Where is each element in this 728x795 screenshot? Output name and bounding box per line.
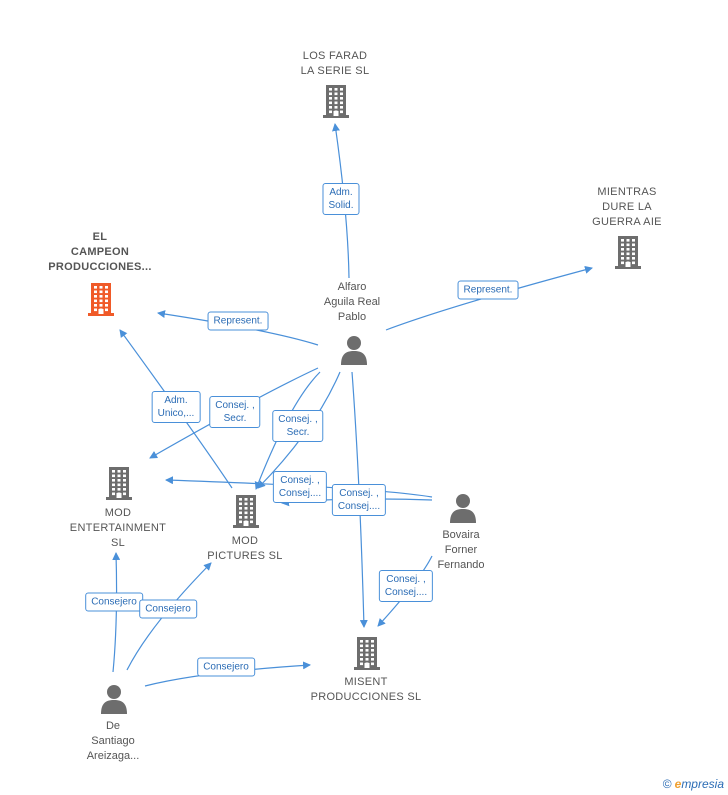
node-label-mod-entertainment[interactable]: MOD ENTERTAINMENT SL — [69, 507, 167, 549]
node-label-de-santiago[interactable]: De Santiago Areizaga... — [86, 720, 140, 762]
building-icon[interactable] — [613, 235, 643, 274]
edge-label-represent[interactable]: Represent. — [457, 280, 519, 300]
relationship-edge — [385, 265, 593, 331]
edge-label-adm-solid[interactable]: Adm.Solid. — [322, 183, 360, 215]
edge-label-consejero[interactable]: Consejero — [85, 592, 143, 612]
person-icon[interactable] — [449, 493, 477, 528]
edge-label-represent[interactable]: Represent. — [207, 311, 269, 331]
edge-label-consej-consej[interactable]: Consej. ,Consej.... — [331, 484, 387, 516]
building-icon[interactable] — [104, 466, 134, 505]
edge-label-consej-consej[interactable]: Consej. ,Consej.... — [378, 570, 434, 602]
node-label-mod-pictures[interactable]: MOD PICTURES SL — [207, 535, 283, 562]
node-label-alfaro[interactable]: Alfaro Aguila Real Pablo — [323, 281, 381, 323]
person-icon[interactable] — [100, 684, 128, 719]
copyright-icon: © — [662, 777, 672, 791]
building-icon[interactable] — [321, 84, 351, 123]
node-label-el-campeon[interactable]: EL CAMPEON PRODUCCIONES... — [48, 231, 152, 273]
node-label-mientras[interactable]: MIENTRAS DURE LA GUERRA AIE — [592, 186, 662, 228]
node-label-misent[interactable]: MISENT PRODUCCIONES SL — [310, 676, 422, 703]
building-icon[interactable] — [86, 282, 116, 321]
building-icon[interactable] — [231, 494, 261, 533]
person-icon[interactable] — [340, 335, 368, 370]
relationship-edge — [126, 562, 212, 671]
edge-label-consej-consej[interactable]: Consej. ,Consej.... — [272, 471, 328, 503]
edge-label-adm-unico[interactable]: Adm.Unico,... — [151, 391, 201, 423]
node-label-los-farad[interactable]: LOS FARAD LA SERIE SL — [300, 50, 370, 77]
empresia-logo[interactable]: ©empresia — [662, 777, 724, 791]
relationship-edge — [112, 552, 121, 673]
edge-label-consej-secr[interactable]: Consej. ,Secr. — [272, 410, 324, 442]
edge-label-consejero[interactable]: Consejero — [197, 657, 255, 677]
relationship-edge — [119, 329, 233, 489]
node-label-bovaira[interactable]: Bovaira Forner Fernando — [437, 529, 485, 571]
edge-label-consej-secr[interactable]: Consej. ,Secr. — [209, 396, 261, 428]
edge-label-consejero[interactable]: Consejero — [139, 599, 197, 619]
building-icon[interactable] — [352, 636, 382, 675]
